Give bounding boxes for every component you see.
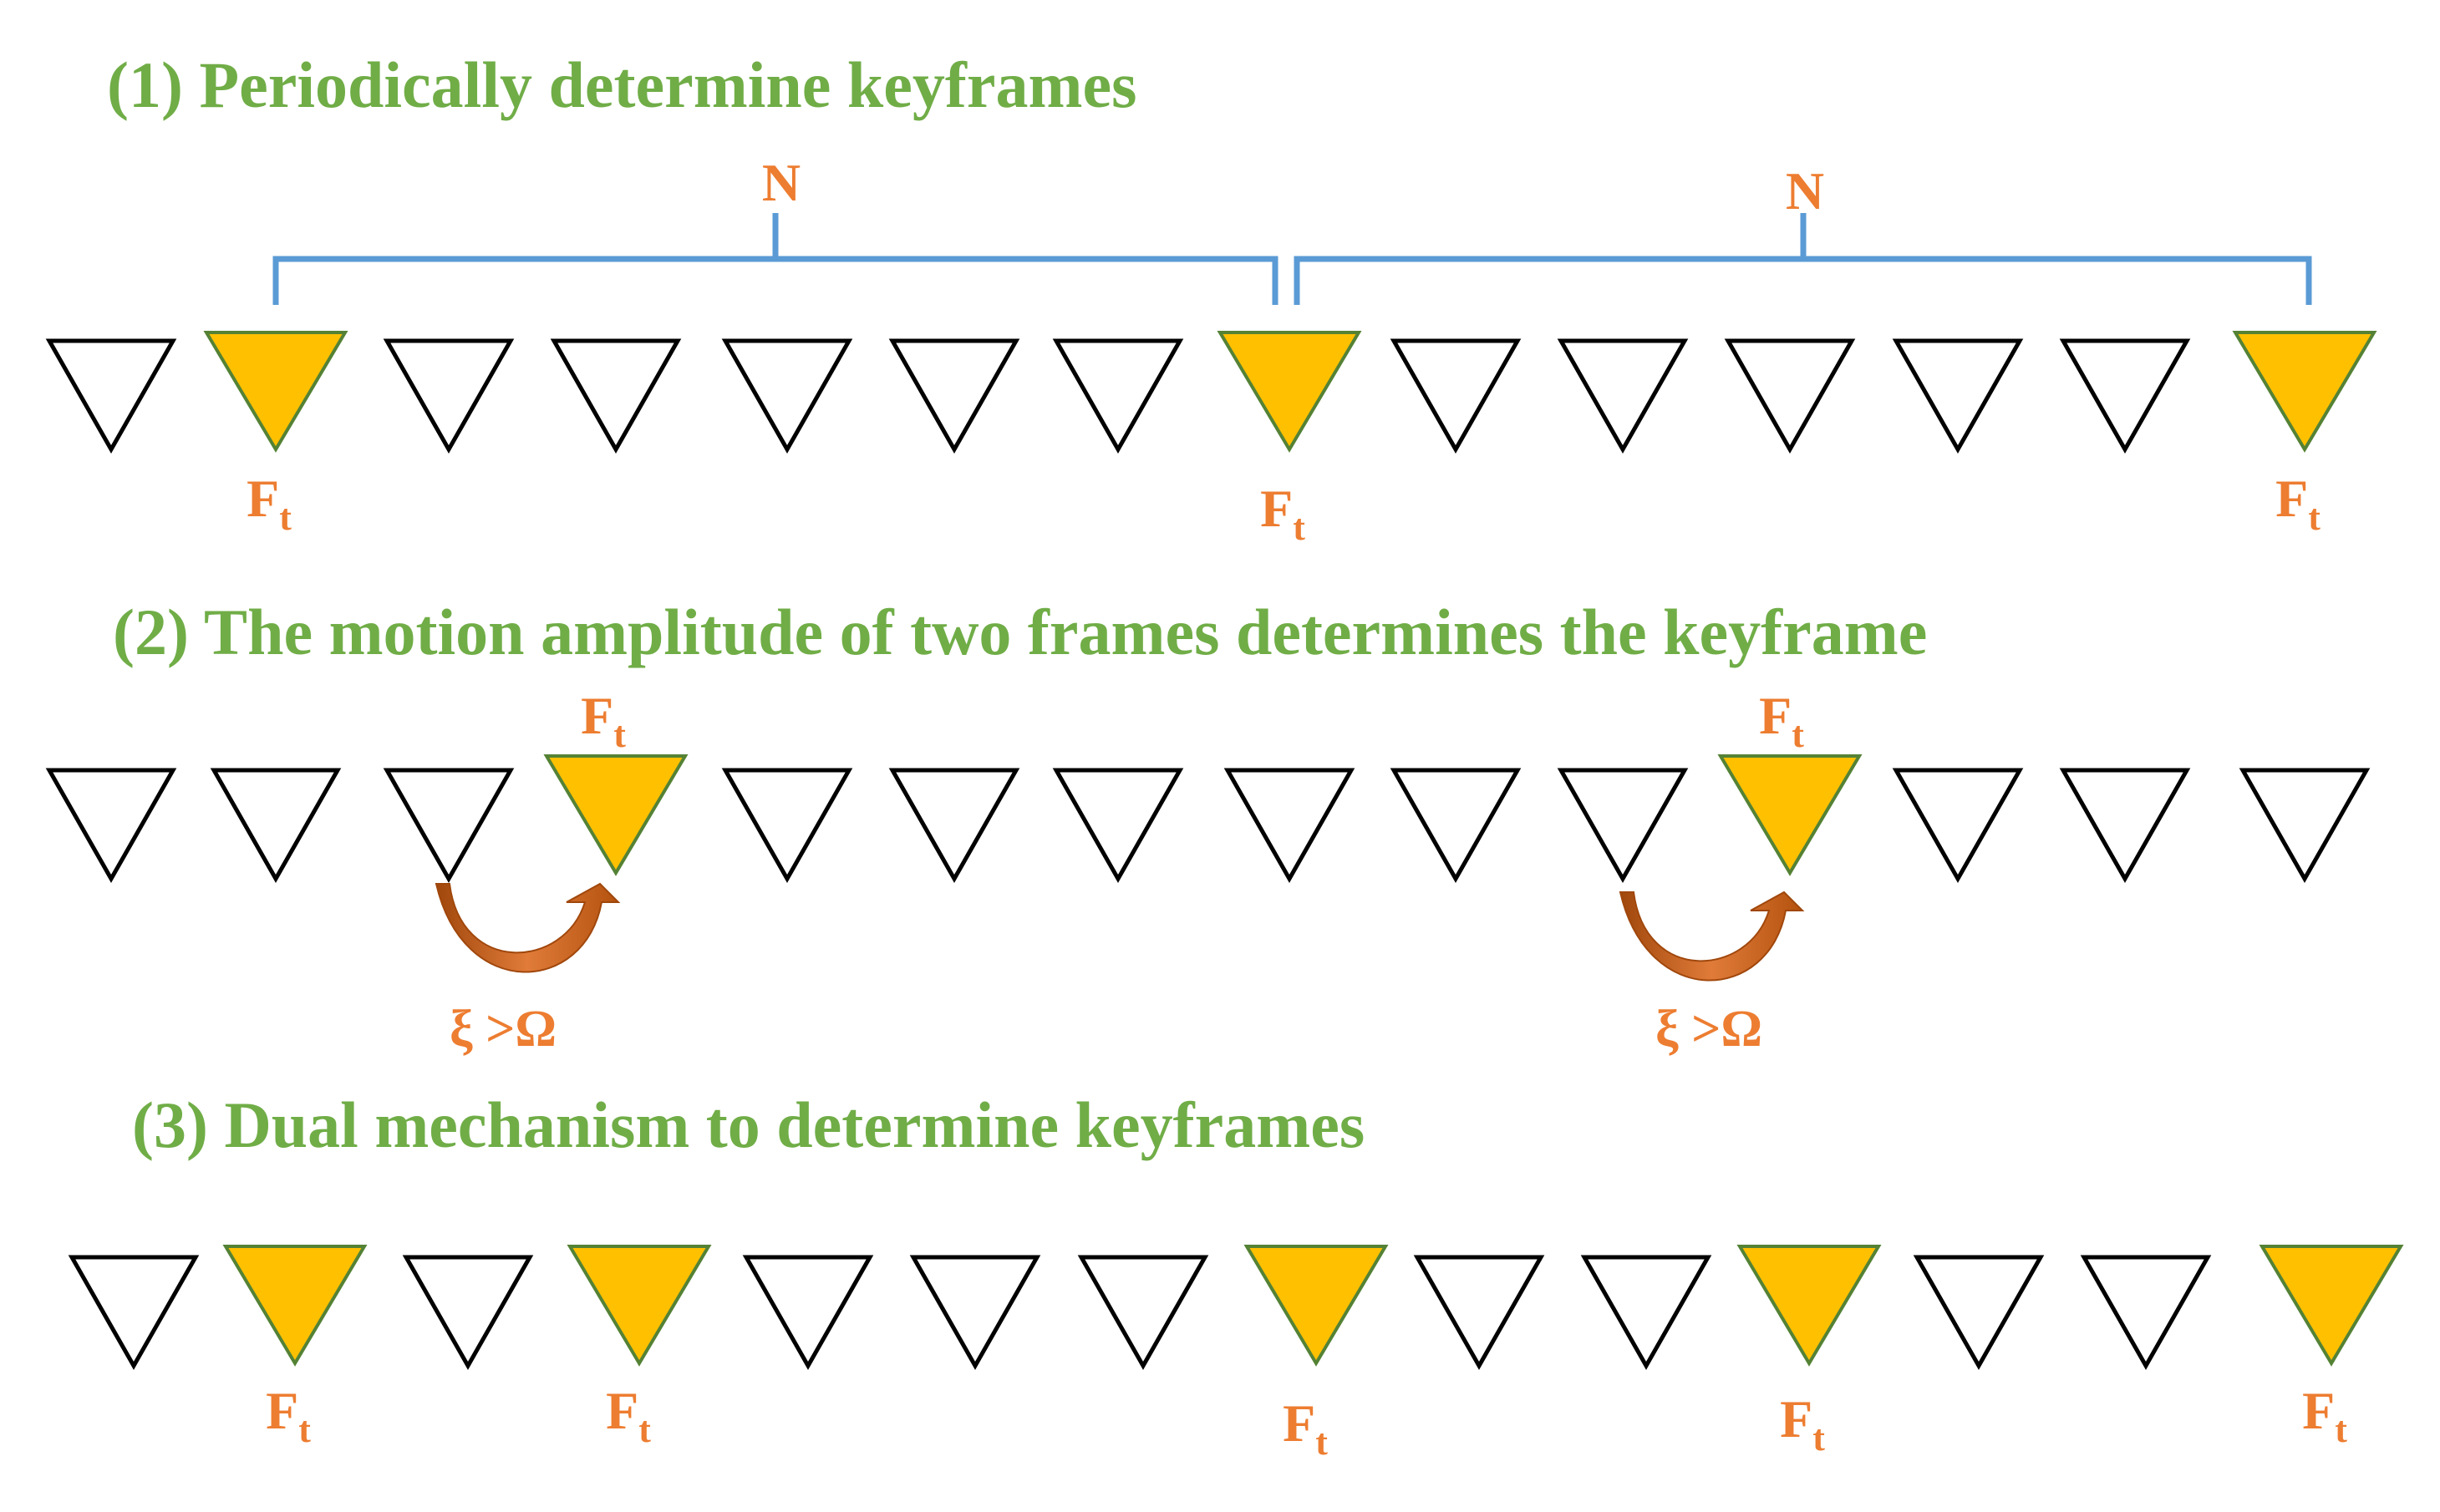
bracket-group: N N (272, 153, 2312, 305)
keyframe-triangle (2232, 331, 2377, 453)
keyframe-label-main: F (266, 1381, 298, 1440)
curved-arrow-icon (1619, 890, 1805, 982)
frame-triangle (68, 1255, 200, 1371)
keyframe-label: Ft (2302, 1381, 2347, 1450)
keyframe-label-subscript: t (1293, 507, 1305, 548)
keyframe-triangle (2259, 1245, 2404, 1367)
frame-triangle (721, 338, 853, 454)
frame-triangle (1913, 1255, 2045, 1371)
frame-triangle (1390, 768, 1522, 884)
keyframe-label-main: F (1283, 1393, 1315, 1453)
frame-triangle (2059, 768, 2191, 884)
keyframe-triangle (1717, 754, 1863, 876)
keyframe-triangle (567, 1245, 712, 1367)
frame-triangle (402, 1255, 534, 1371)
curved-arrow-icon (435, 882, 621, 973)
keyframe-label-main: F (581, 686, 613, 745)
motion-condition-right: ξ >Ω (1655, 1001, 1762, 1058)
frame-triangle (1724, 338, 1856, 454)
keyframe-label-subscript: t (2308, 497, 2321, 538)
keyframe-label-subscript: t (1792, 714, 1804, 755)
keyframe-triangle (1243, 1245, 1389, 1367)
frame-triangle (1052, 338, 1184, 454)
frame-triangle (1557, 338, 1689, 454)
frame-triangle (1390, 338, 1522, 454)
frame-triangle (721, 768, 853, 884)
section-1-title: (1) Periodically determine keyframes (107, 48, 1136, 121)
keyframe-label: Ft (581, 686, 626, 755)
frame-triangle (909, 1255, 1041, 1371)
keyframe-label: Ft (1780, 1389, 1825, 1459)
keyframe-label-subscript: t (279, 497, 292, 538)
section-2-title: (2) The motion amplitude of two frames d… (113, 596, 1927, 668)
keyframe-label: Ft (1759, 686, 1804, 755)
keyframe-label-subscript: t (638, 1409, 651, 1450)
frame-triangle (2239, 768, 2371, 884)
frame-triangle (2059, 338, 2191, 454)
frame-triangle (1077, 1255, 1209, 1371)
frame-triangle (383, 768, 515, 884)
keyframe-label: Ft (266, 1381, 311, 1450)
keyframe-label-subscript: t (298, 1409, 311, 1450)
keyframe-label: Ft (606, 1381, 651, 1450)
keyframe-triangle (222, 1245, 368, 1367)
frame-triangle (45, 768, 177, 884)
frame-triangle (2080, 1255, 2212, 1371)
keyframe-label-subscript: t (2335, 1409, 2347, 1450)
bracket-label-left: N (762, 153, 801, 212)
section-3-title: (3) Dual mechanism to determine keyframe… (132, 1088, 1365, 1161)
keyframe-label: Ft (1283, 1393, 1328, 1463)
frame-triangle (888, 768, 1020, 884)
keyframe-label-main: F (2302, 1381, 2335, 1440)
keyframe-triangle (1217, 331, 1362, 453)
frame-triangle (888, 338, 1020, 454)
keyframe-triangle (203, 331, 348, 453)
keyframe-label-subscript: t (1812, 1418, 1825, 1459)
keyframe-label-main: F (1780, 1389, 1812, 1449)
keyframe-label-main: F (1260, 479, 1293, 538)
period-bracket-right (1294, 213, 2312, 305)
frame-triangle (1892, 338, 2024, 454)
motion-condition-left: ξ >Ω (450, 1001, 557, 1058)
keyframe-label-subscript: t (1315, 1422, 1328, 1463)
motion-arrow-right (1619, 890, 1805, 982)
keyframe-label-subscript: t (613, 714, 626, 755)
frame-triangle (210, 768, 342, 884)
keyframe-label-main: F (247, 469, 279, 528)
frame-triangle (1892, 768, 2024, 884)
motion-arrow-left (435, 882, 621, 973)
frame-triangle (1413, 1255, 1545, 1371)
keyframe-label: Ft (2275, 469, 2321, 538)
keyframe-label: Ft (247, 469, 292, 538)
bracket-label-right: N (1786, 161, 1824, 221)
frame-triangle (1557, 768, 1689, 884)
frame-triangle (742, 1255, 874, 1371)
keyframe-triangle (543, 754, 689, 876)
frame-triangle (1223, 768, 1355, 884)
keyframe-label: Ft (1260, 479, 1305, 548)
keyframe-label-main: F (2275, 469, 2308, 528)
keyframe-label-main: F (1759, 686, 1792, 745)
frame-triangle (1052, 768, 1184, 884)
keyframe-triangle (1736, 1245, 1882, 1367)
keyframe-label-main: F (606, 1381, 638, 1440)
period-bracket-left (272, 213, 1278, 305)
frame-triangle (45, 338, 177, 454)
frame-triangle (1580, 1255, 1712, 1371)
frame-triangle (550, 338, 682, 454)
frame-triangle (383, 338, 515, 454)
